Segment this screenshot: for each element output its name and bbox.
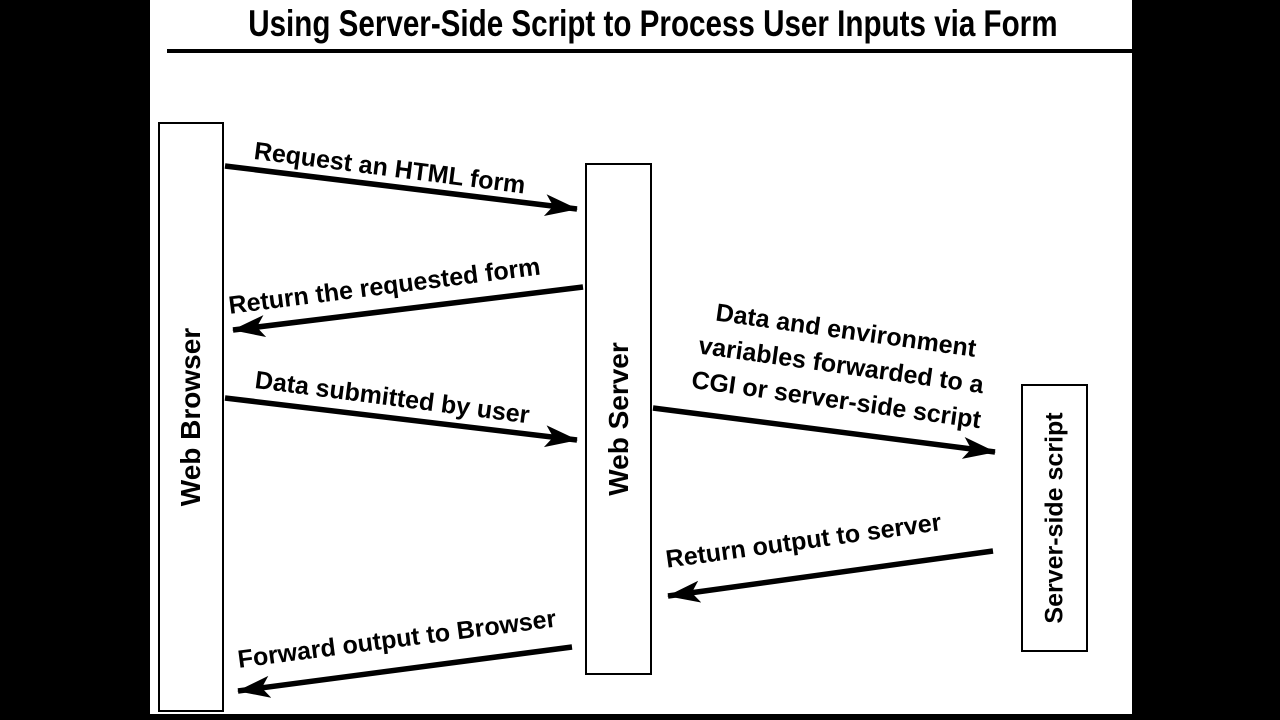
actor-label-server-side-script: Server-side script — [1040, 412, 1068, 624]
actor-box-web-server: Web Server — [585, 163, 652, 675]
title-underline — [167, 49, 1132, 53]
actor-label-web-server: Web Server — [602, 342, 634, 496]
actor-label-web-browser: Web Browser — [175, 327, 206, 507]
actor-box-server-side-script: Server-side script — [1021, 384, 1088, 652]
page-title: Using Server-Side Script to Process User… — [248, 3, 1058, 44]
actor-box-web-browser: Web Browser — [158, 122, 224, 712]
